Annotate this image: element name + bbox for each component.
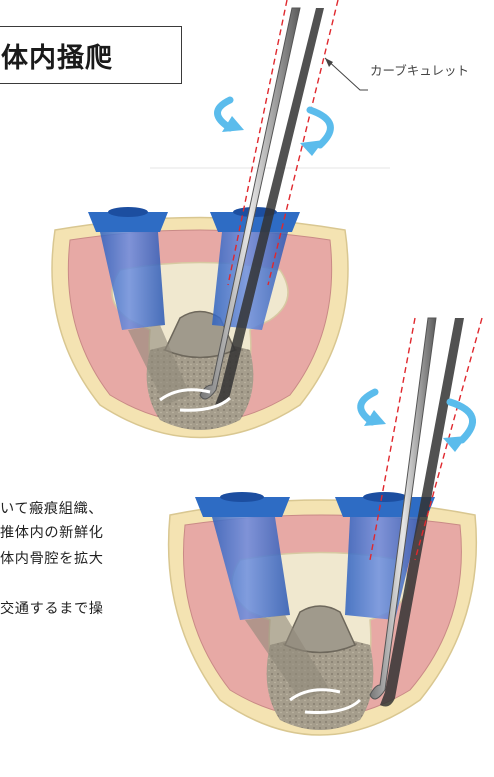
rotation-arrow-icon	[310, 110, 330, 145]
cannula-port-right	[363, 492, 407, 502]
rotation-arrow-icon	[450, 402, 473, 440]
title-box: 体内掻爬	[0, 26, 182, 84]
description-line-2: 推体内の新鮮化	[0, 522, 104, 542]
instrument-label: カーブキュレット	[370, 60, 469, 79]
description-line-4: 交通するまで操	[0, 598, 104, 618]
description-line-3: 体内骨腔を拡大	[0, 548, 104, 568]
leader-arrowhead-icon	[325, 58, 333, 67]
cannula-port-left	[108, 207, 148, 217]
page-title: 体内掻爬	[1, 36, 113, 75]
description-line-1: いて瘢痕組織、	[0, 498, 103, 518]
cannula-port-left	[220, 492, 264, 502]
